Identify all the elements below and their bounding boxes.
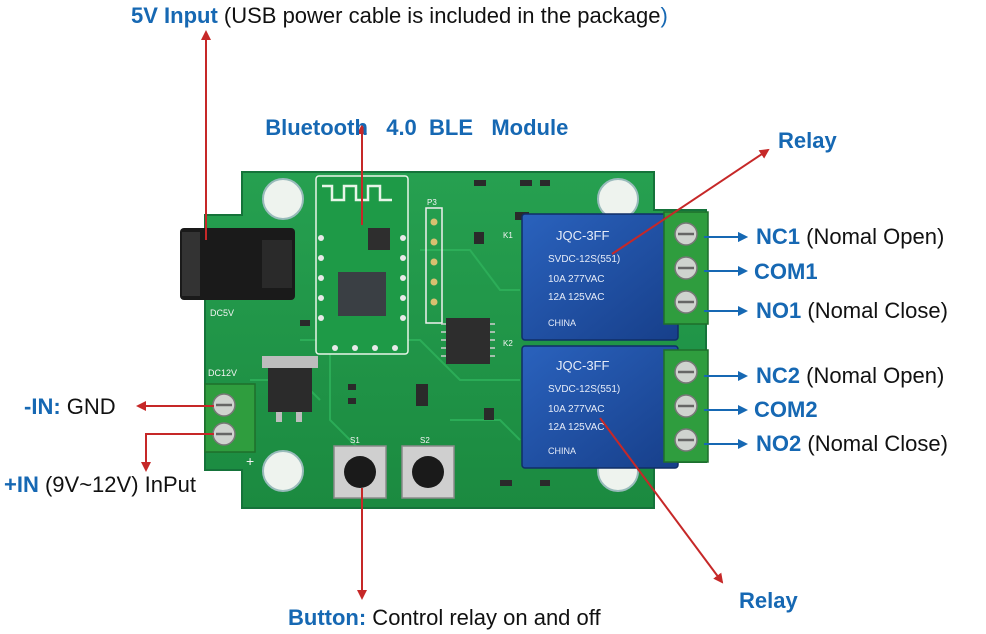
label-button-bold: Button: bbox=[288, 605, 367, 630]
relay-1-spec1: SVDC-12S(551) bbox=[548, 254, 620, 265]
label-bluetooth-text: Bluetooth 4.0 BLE Module bbox=[265, 115, 569, 140]
label-nc1: NC1 (Nomal Open) bbox=[756, 226, 944, 248]
label-com1-text: COM1 bbox=[754, 259, 818, 284]
bluetooth-module bbox=[315, 175, 409, 355]
relay-1-origin: CHINA bbox=[548, 318, 576, 328]
callout-arrows bbox=[136, 30, 770, 600]
relay-2-spec1: SVDC-12S(551) bbox=[548, 384, 620, 395]
label-no2-text: (Nomal Close) bbox=[801, 431, 948, 456]
arrow-relay-bottom bbox=[599, 417, 724, 584]
label-nc2-bold: NC2 bbox=[756, 363, 801, 388]
label-in-minus-bold: -IN: bbox=[24, 394, 61, 419]
label-5v-input-close: ) bbox=[660, 3, 668, 28]
label-in-plus-text: (9V~12V) InPut bbox=[38, 472, 197, 497]
label-com2-text: COM2 bbox=[754, 397, 818, 422]
silk-s2: S2 bbox=[420, 436, 430, 445]
label-5v-input-text: (USB power cable is included in the pack… bbox=[217, 3, 661, 28]
silk-k2: K2 bbox=[503, 339, 513, 348]
label-no2-bold: NO2 bbox=[756, 431, 802, 456]
mcu-chip bbox=[441, 318, 495, 364]
arrow-relay-top bbox=[611, 148, 770, 255]
label-no1-text: (Nomal Close) bbox=[801, 298, 948, 323]
voltage-regulator bbox=[262, 356, 318, 422]
label-in-plus: +IN (9V~12V) InPut bbox=[4, 474, 196, 496]
relay-1-model: JQC-3FF bbox=[556, 228, 610, 243]
label-no2: NO2 (Nomal Close) bbox=[756, 433, 948, 455]
label-button: Button: Control relay on and off bbox=[288, 607, 601, 629]
relay-2-terminal bbox=[663, 349, 709, 463]
silk-dc12v: DC12V bbox=[208, 368, 237, 378]
silk-dc5v: DC5V bbox=[210, 308, 234, 318]
dc-jack bbox=[180, 228, 295, 300]
silk-plus: + bbox=[246, 453, 254, 469]
silk-s1: S1 bbox=[350, 436, 360, 445]
label-bluetooth: Bluetooth 4.0 BLE Module bbox=[253, 95, 568, 139]
silk-p3: P3 bbox=[427, 198, 437, 207]
label-com1: COM1 bbox=[754, 261, 818, 283]
relay-1-spec2: 10A 277VAC bbox=[548, 274, 605, 285]
label-button-text: Control relay on and off bbox=[366, 605, 601, 630]
pin-header bbox=[425, 207, 443, 324]
label-com2: COM2 bbox=[754, 399, 818, 421]
label-nc1-text: (Nomal Open) bbox=[800, 224, 945, 249]
label-nc1-bold: NC1 bbox=[756, 224, 801, 249]
label-5v-input-bold: 5V Input bbox=[131, 3, 218, 28]
relay-1-terminal bbox=[663, 211, 709, 325]
relay-2-origin: CHINA bbox=[548, 446, 576, 456]
silk-k1: K1 bbox=[503, 231, 513, 240]
dc12v-terminal bbox=[204, 383, 256, 453]
relay-2-model: JQC-3FF bbox=[556, 358, 610, 373]
label-relay-top: Relay bbox=[778, 130, 837, 152]
label-no1: NO1 (Nomal Close) bbox=[756, 300, 948, 322]
label-relay-bottom: Relay bbox=[739, 590, 798, 612]
label-in-plus-bold: +IN bbox=[4, 472, 39, 497]
label-in-minus: -IN: GND bbox=[24, 396, 116, 418]
arrow-in-plus bbox=[141, 433, 214, 472]
label-relay-bottom-text: Relay bbox=[739, 588, 798, 613]
label-nc2-text: (Nomal Open) bbox=[800, 363, 945, 388]
relay-2-spec3: 12A 125VAC bbox=[548, 422, 605, 433]
label-5v-input: 5V Input (USB power cable is included in… bbox=[131, 5, 668, 27]
label-nc2: NC2 (Nomal Open) bbox=[756, 365, 944, 387]
relay-1-spec3: 12A 125VAC bbox=[548, 292, 605, 303]
push-buttons bbox=[333, 445, 455, 499]
label-no1-bold: NO1 bbox=[756, 298, 802, 323]
label-in-minus-text: GND bbox=[60, 394, 116, 419]
relay-2-spec2: 10A 277VAC bbox=[548, 404, 605, 415]
label-relay-top-text: Relay bbox=[778, 128, 837, 153]
